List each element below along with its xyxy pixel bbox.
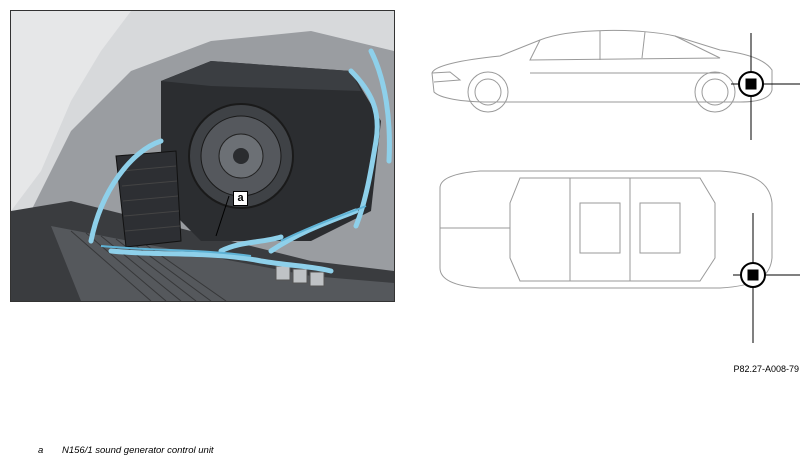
callout-label-a: a — [233, 191, 248, 206]
reference-code: P82.27-A008-79 — [733, 364, 799, 374]
location-marker-top — [733, 213, 800, 343]
component-photo: a — [10, 10, 395, 302]
legend-text: N156/1 sound generator control unit — [62, 445, 214, 456]
legend-item: a N156/1 sound generator control unit — [38, 445, 214, 456]
legend-key: a — [38, 445, 44, 456]
location-marker-side — [731, 33, 800, 140]
vehicle-location-diagram — [420, 28, 811, 348]
car-top-view — [439, 170, 773, 289]
car-side-view — [431, 29, 773, 113]
